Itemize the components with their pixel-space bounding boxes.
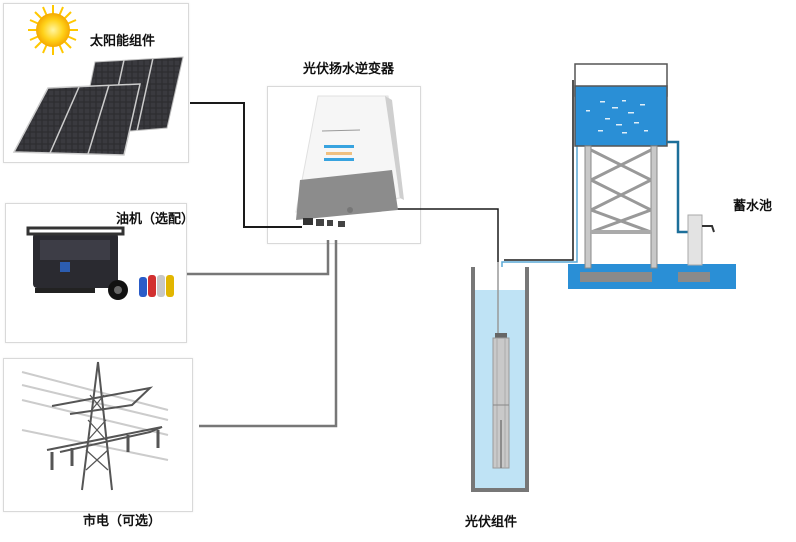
power-tower-icon (21, 361, 169, 491)
oil-bottles-icon (139, 275, 174, 297)
submersible-pump-icon (471, 262, 529, 492)
label-storage: 蓄水池 (733, 199, 773, 214)
label-grid: 市电（可选） (83, 514, 162, 529)
label-inverter: 光伏扬水逆变器 (303, 62, 395, 77)
pipe-pump-tower-gray (504, 80, 574, 261)
wire-grid-inverter (199, 240, 338, 428)
generator-icon (26, 226, 174, 300)
label-solar: 太阳能组件 (90, 34, 156, 49)
label-pump: 光伏组件 (465, 515, 518, 530)
wire-solar-inverter (190, 102, 302, 228)
solar-panel-icon (12, 5, 184, 156)
water-tower-icon (568, 63, 736, 289)
sun-icon (28, 5, 78, 55)
grid-box (3, 358, 193, 512)
label-generator: 油机（选配） (116, 212, 195, 227)
faucet-icon (702, 225, 715, 233)
wire-generator-inverter (187, 240, 330, 276)
wire-inverter-pump (380, 208, 499, 262)
inverter-icon (295, 95, 404, 227)
